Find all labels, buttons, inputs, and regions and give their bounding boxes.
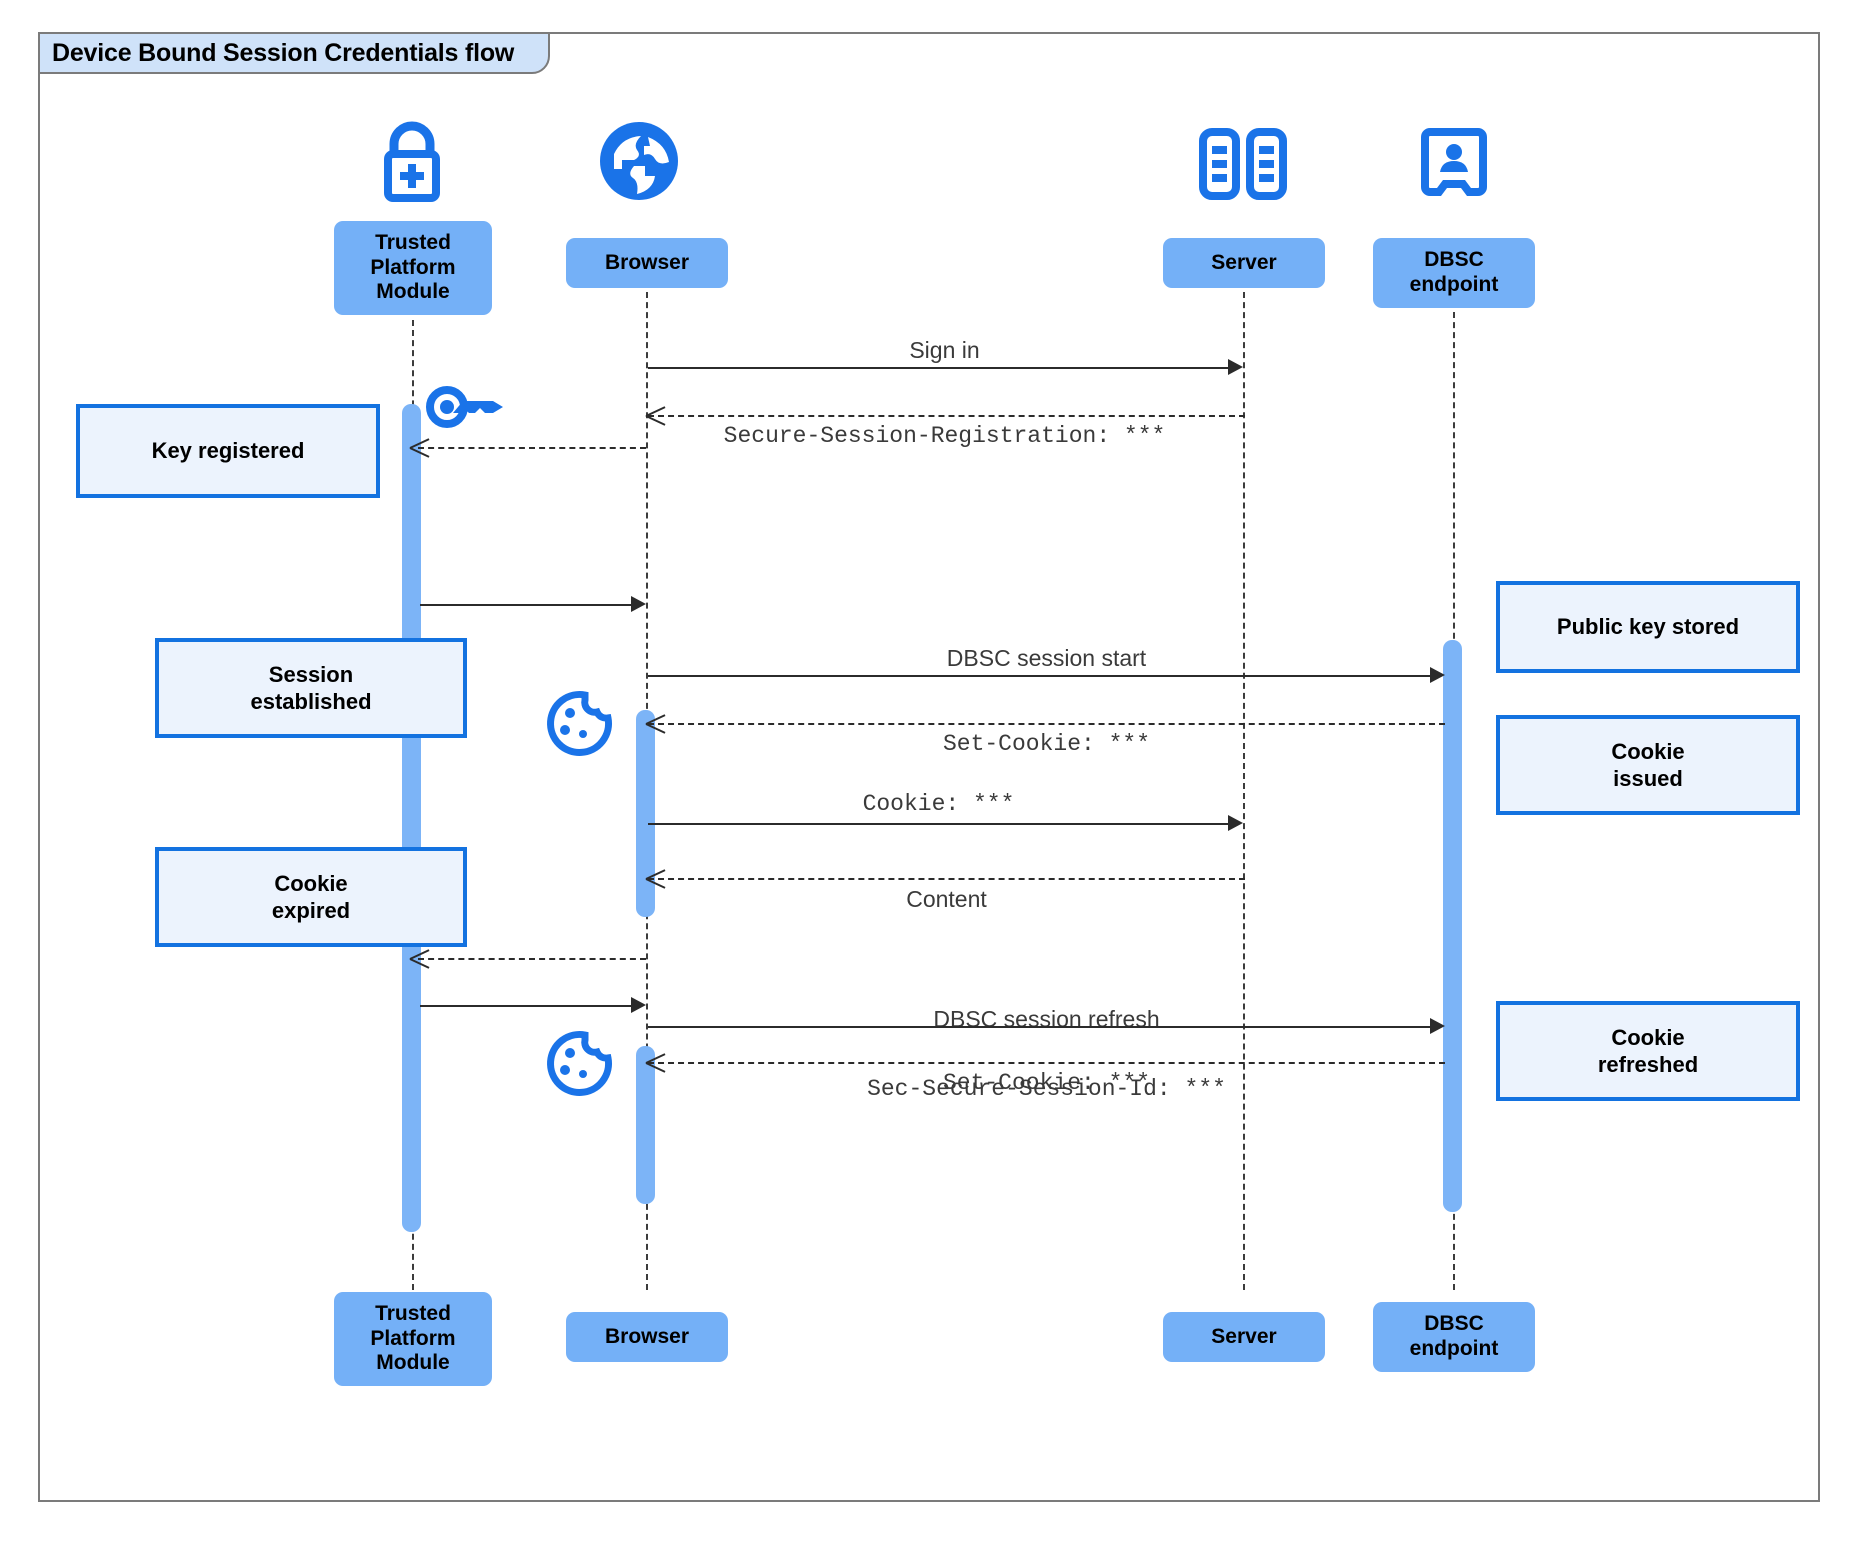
message-label-set-cookie-1: Set-Cookie: *** (942, 731, 1151, 757)
participant-label: Trusted Platform Module (370, 230, 456, 304)
lifeline-server (1243, 262, 1245, 1290)
message-line-cookie (648, 823, 1229, 825)
participant-dbsc-bottom[interactable]: DBSC endpoint (1373, 1302, 1535, 1372)
server-rack-icon (1196, 128, 1290, 200)
participant-server-bottom[interactable]: Server (1163, 1312, 1325, 1362)
activation-bar-tpm (402, 404, 421, 1232)
message-label-secure-session-registration: Secure-Session-Registration: *** (723, 423, 1166, 449)
participant-tpm-top[interactable]: Trusted Platform Module (334, 221, 492, 315)
message-label-dbsc-session-refresh: DBSC session refresh Sec-Secure-Session-… (648, 964, 1445, 1146)
arrowhead-right (631, 997, 646, 1013)
message-line-content (648, 878, 1245, 880)
participant-label: Server (1211, 1324, 1277, 1348)
participant-label: Browser (604, 1324, 690, 1348)
message-line-set-cookie-2 (648, 1062, 1445, 1064)
message-label-line-2: Sec-Secure-Session-Id: *** (867, 1076, 1226, 1103)
participant-label: Server (1211, 250, 1277, 274)
note-text: Key registered (151, 438, 305, 464)
note-cookie-issued: Cookie issued (1496, 715, 1800, 815)
lock-plus-icon (366, 116, 458, 206)
note-text: Public key stored (1556, 614, 1740, 640)
cookie-icon (545, 1030, 613, 1098)
message-line-set-cookie-1 (648, 723, 1445, 725)
message-line-secure-session-registration (648, 415, 1245, 417)
diagram-title-tab: Device Bound Session Credentials flow (38, 32, 551, 74)
participant-label: Browser (604, 250, 690, 274)
participant-tpm-bottom[interactable]: Trusted Platform Module (334, 1292, 492, 1386)
arrowhead-right (1228, 815, 1243, 831)
arrowhead-right (631, 596, 646, 612)
arrowhead-right (1430, 667, 1445, 683)
note-text: Session established (250, 661, 372, 715)
message-label-dbsc-session-start: DBSC session start (946, 645, 1147, 671)
note-cookie-refreshed: Cookie refreshed (1496, 1001, 1800, 1101)
arrowhead-left (410, 948, 430, 968)
message-label-cookie: Cookie: *** (862, 791, 1015, 817)
id-badge-icon (1420, 124, 1488, 200)
participant-browser-bottom[interactable]: Browser (566, 1312, 728, 1362)
note-key-registered: Key registered (76, 404, 380, 498)
message-line-tpm-to-browser-refresh (420, 1005, 636, 1007)
note-text: Cookie refreshed (1597, 1024, 1699, 1078)
cookie-icon (545, 690, 613, 758)
note-cookie-expired: Cookie expired (155, 847, 467, 947)
note-text: Cookie expired (271, 870, 351, 924)
note-session-established: Session established (155, 638, 467, 738)
message-line-tpm-to-browser-key (420, 604, 636, 606)
arrowhead-right (1430, 1018, 1445, 1034)
message-line-dbsc-session-refresh (648, 1026, 1433, 1028)
activation-bar-browser-2 (636, 1046, 655, 1204)
message-label-set-cookie-2: Set-Cookie: *** (942, 1070, 1151, 1096)
message-label-line-1: DBSC session refresh (933, 1005, 1160, 1032)
arrowhead-left (410, 437, 430, 457)
message-line-browser-to-tpm-refresh (418, 958, 646, 960)
activation-bar-browser-1 (636, 710, 655, 917)
participant-browser-top[interactable]: Browser (566, 238, 728, 288)
message-line-dbsc-session-start (648, 675, 1433, 677)
message-label-content: Content (906, 886, 987, 912)
participant-label: DBSC endpoint (1409, 1312, 1499, 1360)
message-line-sign-in (648, 367, 1229, 369)
participant-server-top[interactable]: Server (1163, 238, 1325, 288)
activation-bar-dbsc (1443, 640, 1462, 1212)
key-icon (425, 383, 507, 431)
note-public-key-stored: Public key stored (1496, 581, 1800, 673)
arrowhead-right (1228, 359, 1243, 375)
participant-label: DBSC endpoint (1409, 248, 1499, 296)
globe-icon (596, 118, 682, 204)
message-label-sign-in: Sign in (909, 337, 980, 363)
note-text: Cookie issued (1611, 738, 1685, 792)
page-title: Device Bound Session Credentials flow (52, 38, 515, 67)
participant-dbsc-top[interactable]: DBSC endpoint (1373, 238, 1535, 308)
participant-label: Trusted Platform Module (370, 1301, 456, 1375)
message-line-browser-to-tpm-register (418, 447, 646, 449)
